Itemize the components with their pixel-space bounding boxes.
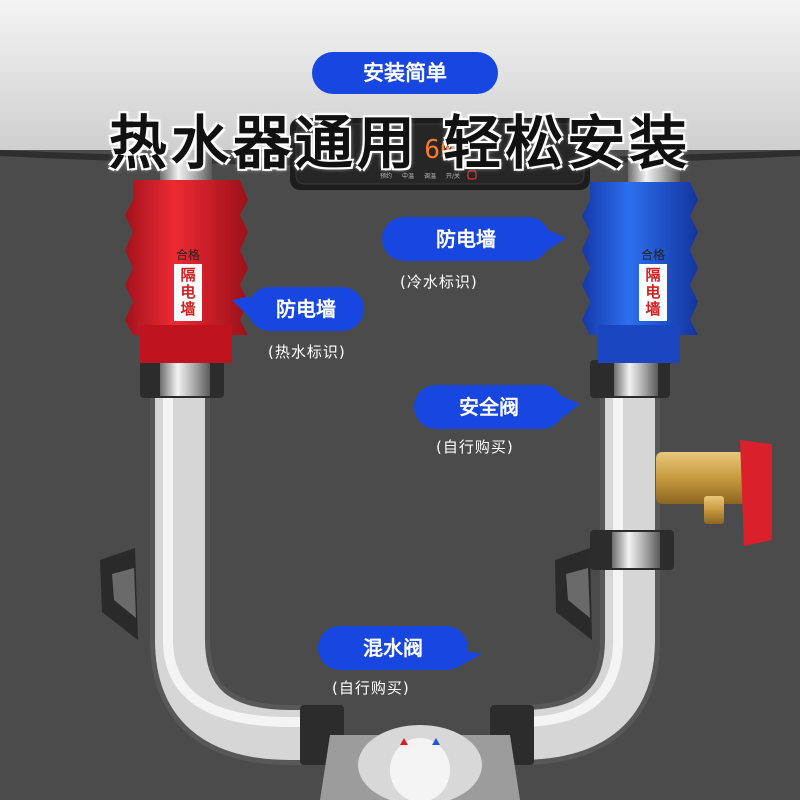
hot-valve-collar bbox=[140, 325, 232, 363]
hot-cap-certified-label: 合格 bbox=[175, 248, 200, 262]
power-icon bbox=[467, 170, 477, 180]
mixer-hot-marker bbox=[400, 738, 408, 745]
mixing-valve-sublabel: (自行购买) bbox=[332, 679, 410, 697]
cold-cap-certified-label: 合格 bbox=[640, 248, 665, 262]
safety-valve-sublabel: (自行购买) bbox=[436, 438, 514, 456]
heater-button-label: 预约 bbox=[380, 172, 392, 180]
cold-u-pipe bbox=[490, 395, 655, 760]
safety-valve-lever bbox=[740, 440, 772, 546]
heater-button-label: 调温 bbox=[424, 172, 436, 180]
cold-valve-label: 防电墙 bbox=[382, 217, 550, 261]
mixing-valve-label: 混水阀 bbox=[318, 626, 468, 670]
cold-callout-pointer bbox=[548, 230, 566, 250]
heater-button-label: 开/关 bbox=[446, 172, 460, 180]
headline: 热水器通用 轻松安装 bbox=[108, 109, 692, 177]
cold-valve-cap bbox=[582, 182, 698, 335]
top-badge: 安装简单 bbox=[312, 52, 498, 94]
cold-cap-label: 隔电墙 bbox=[639, 264, 667, 321]
hot-valve-sublabel: (热水标识) bbox=[268, 343, 346, 361]
mixer-cold-marker bbox=[432, 738, 440, 745]
cold-valve-collar bbox=[598, 325, 680, 363]
hot-valve-label: 防电墙 bbox=[248, 287, 364, 331]
hot-valve-cap bbox=[125, 180, 248, 335]
safety-valve-label: 安全阀 bbox=[414, 385, 564, 429]
heater-button-label: 中温 bbox=[402, 172, 414, 180]
cold-valve-sublabel: (冷水标识) bbox=[400, 273, 478, 291]
heater-temperature-display: 60 bbox=[424, 135, 455, 165]
heater-panel-face bbox=[295, 123, 585, 185]
hot-cap-label: 隔电墙 bbox=[174, 264, 202, 321]
safety-valve-drain bbox=[704, 496, 724, 524]
safety-callout-pointer bbox=[562, 396, 580, 418]
safety-valve-body bbox=[656, 452, 748, 504]
hot-callout-pointer bbox=[232, 296, 250, 318]
